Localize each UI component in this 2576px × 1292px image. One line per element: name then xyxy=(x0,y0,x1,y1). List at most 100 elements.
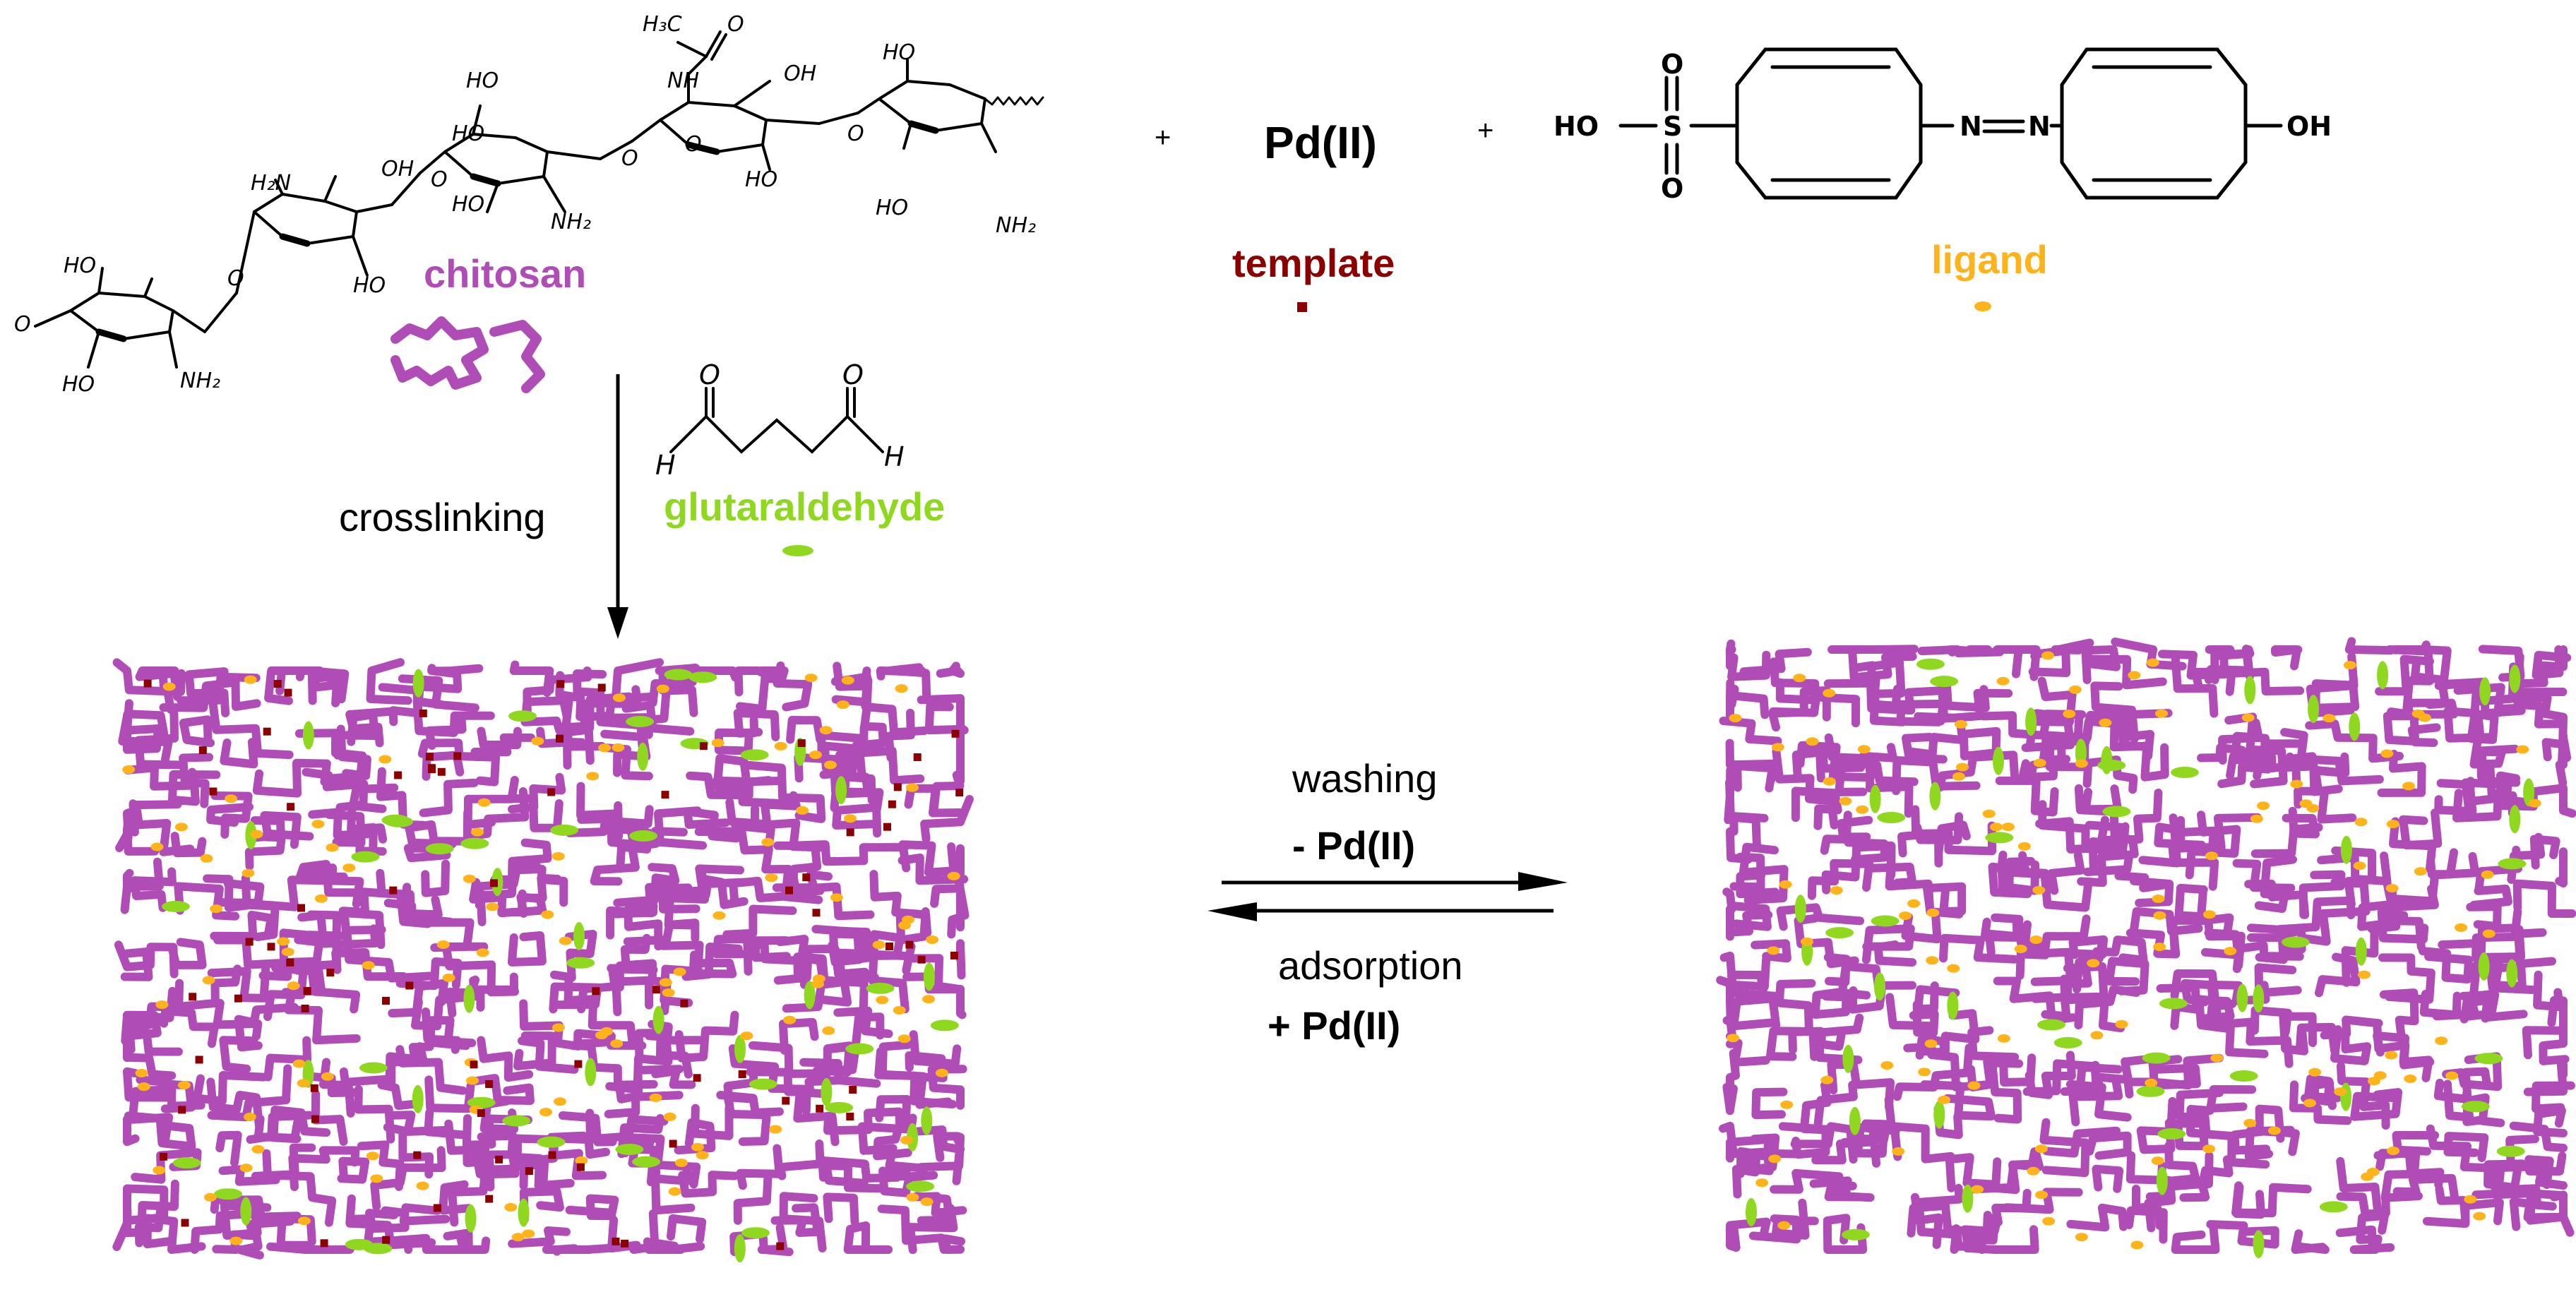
ligand-dot xyxy=(740,1031,753,1041)
chitosan-strand xyxy=(2130,907,2203,935)
ligand-dot xyxy=(539,1108,552,1117)
ligand-dot xyxy=(2130,1240,2144,1250)
template-pd xyxy=(437,767,446,776)
chitosan-strand xyxy=(2298,870,2346,919)
ligand-dot xyxy=(1839,796,1852,806)
chitosan-strand xyxy=(1772,1198,1819,1240)
chitosan-strand xyxy=(623,919,700,946)
ligand-dot xyxy=(2464,1195,2477,1204)
template-pd xyxy=(592,987,600,995)
template-pd xyxy=(849,1086,857,1094)
chitosan-strand xyxy=(405,820,481,849)
template-label: template xyxy=(1232,241,1395,285)
chitosan-strand xyxy=(1962,1225,2039,1254)
template-pd xyxy=(209,787,217,796)
template-pd xyxy=(382,1236,390,1244)
chitosan-strand xyxy=(2074,985,2141,1030)
chitosan-strand xyxy=(2336,1061,2390,1130)
chitosan-strand xyxy=(203,874,251,912)
glutaraldehyde-crosslink xyxy=(1916,658,1945,670)
ligand-dot xyxy=(822,1026,835,1035)
chitosan-strand xyxy=(2038,800,2130,856)
ligand-dot xyxy=(2145,1078,2158,1087)
template-pd xyxy=(301,1005,309,1012)
chem-label-nh: NH xyxy=(667,68,699,93)
ligand-dot xyxy=(122,765,136,774)
glutaraldehyde-crosslink xyxy=(2281,936,2310,948)
chitosan-strand xyxy=(518,1036,579,1074)
template-pd xyxy=(797,739,806,748)
ligand-dot xyxy=(251,1144,265,1154)
chitosan-strand xyxy=(284,994,361,1045)
chitosan-strand xyxy=(2291,1229,2330,1254)
chitosan-strand-glyph xyxy=(489,320,545,393)
template-pd xyxy=(612,1237,620,1245)
chitosan-strand xyxy=(1770,657,1861,728)
glutaraldehyde-crosslink xyxy=(2097,760,2126,771)
template-pd xyxy=(234,994,242,1003)
chitosan-strand xyxy=(311,1089,348,1146)
chitosan-strand xyxy=(2315,952,2361,998)
chitosan-strand xyxy=(1791,786,1842,830)
ligand-dot xyxy=(2063,710,2076,719)
chitosan-strand xyxy=(193,1071,268,1106)
chitosan-strand xyxy=(2171,655,2219,718)
ligand-dot xyxy=(554,1097,566,1106)
glutaraldehyde-crosslink xyxy=(172,1157,201,1169)
chem-label-o: O xyxy=(685,132,702,157)
chitosan-strand xyxy=(2514,700,2568,729)
template-pd xyxy=(576,1163,585,1171)
glutaraldehyde-crosslink xyxy=(740,749,769,761)
template-pd xyxy=(548,1151,556,1159)
glutaraldehyde-crosslink xyxy=(2102,806,2131,818)
template-pd xyxy=(310,1084,318,1092)
chitosan-strand xyxy=(606,880,677,940)
chitosan-strand xyxy=(1739,647,1812,676)
chitosan-strand xyxy=(1934,820,1971,856)
template-pd xyxy=(263,727,271,736)
glutaraldehyde-crosslink xyxy=(2159,998,2188,1010)
ligand-dot xyxy=(2202,910,2216,919)
template-pd xyxy=(693,1074,701,1082)
ligand-dot xyxy=(242,868,255,878)
chitosan-strand xyxy=(667,1214,707,1244)
ligand-dot xyxy=(2380,749,2394,758)
chitosan-strand xyxy=(590,842,652,886)
chitosan-strand xyxy=(776,1140,825,1180)
chitosan-strand xyxy=(505,794,564,832)
ligand-dot xyxy=(1926,956,1939,965)
template-pd xyxy=(950,951,958,959)
chitosan-strand xyxy=(1868,1125,1902,1168)
chitosan-strand xyxy=(2232,859,2296,892)
ligand-dot xyxy=(551,851,565,861)
template-pd xyxy=(284,688,292,697)
chitosan-strand xyxy=(779,1192,827,1252)
chitosan-strand xyxy=(2002,1188,2083,1214)
chitosan-strand xyxy=(345,1194,436,1250)
glutaraldehyde-crosslink xyxy=(550,824,579,836)
chitosan-strand xyxy=(564,725,607,765)
ligand-dot xyxy=(135,1069,148,1077)
chitosan-strand xyxy=(843,1221,893,1254)
chem-label-oh: OH xyxy=(784,61,817,86)
chitosan-strand xyxy=(956,939,966,980)
chitosan-strand xyxy=(2523,1060,2568,1096)
glutaraldehyde-crosslink xyxy=(573,922,585,950)
chitosan-strand xyxy=(467,972,518,994)
chitosan-strand xyxy=(2375,1149,2445,1189)
chitosan-strand xyxy=(337,1156,370,1184)
ligand-dot xyxy=(225,794,238,803)
chem-label-o: O xyxy=(847,121,864,146)
ligand-dot xyxy=(1880,1061,1894,1070)
ligand-dot xyxy=(162,682,176,691)
chitosan-strand xyxy=(793,1088,840,1147)
chitosan-strand xyxy=(2186,1105,2270,1169)
ligand-dot xyxy=(712,911,726,920)
chitosan-strand xyxy=(1751,1087,1788,1120)
crosslinking-arrowhead xyxy=(607,607,628,639)
chitosan-strand xyxy=(1788,1027,1863,1065)
chem-label-ho: HO xyxy=(466,68,499,93)
glutaraldehyde-crosslink xyxy=(302,721,314,750)
chitosan-strand xyxy=(1719,717,1782,746)
